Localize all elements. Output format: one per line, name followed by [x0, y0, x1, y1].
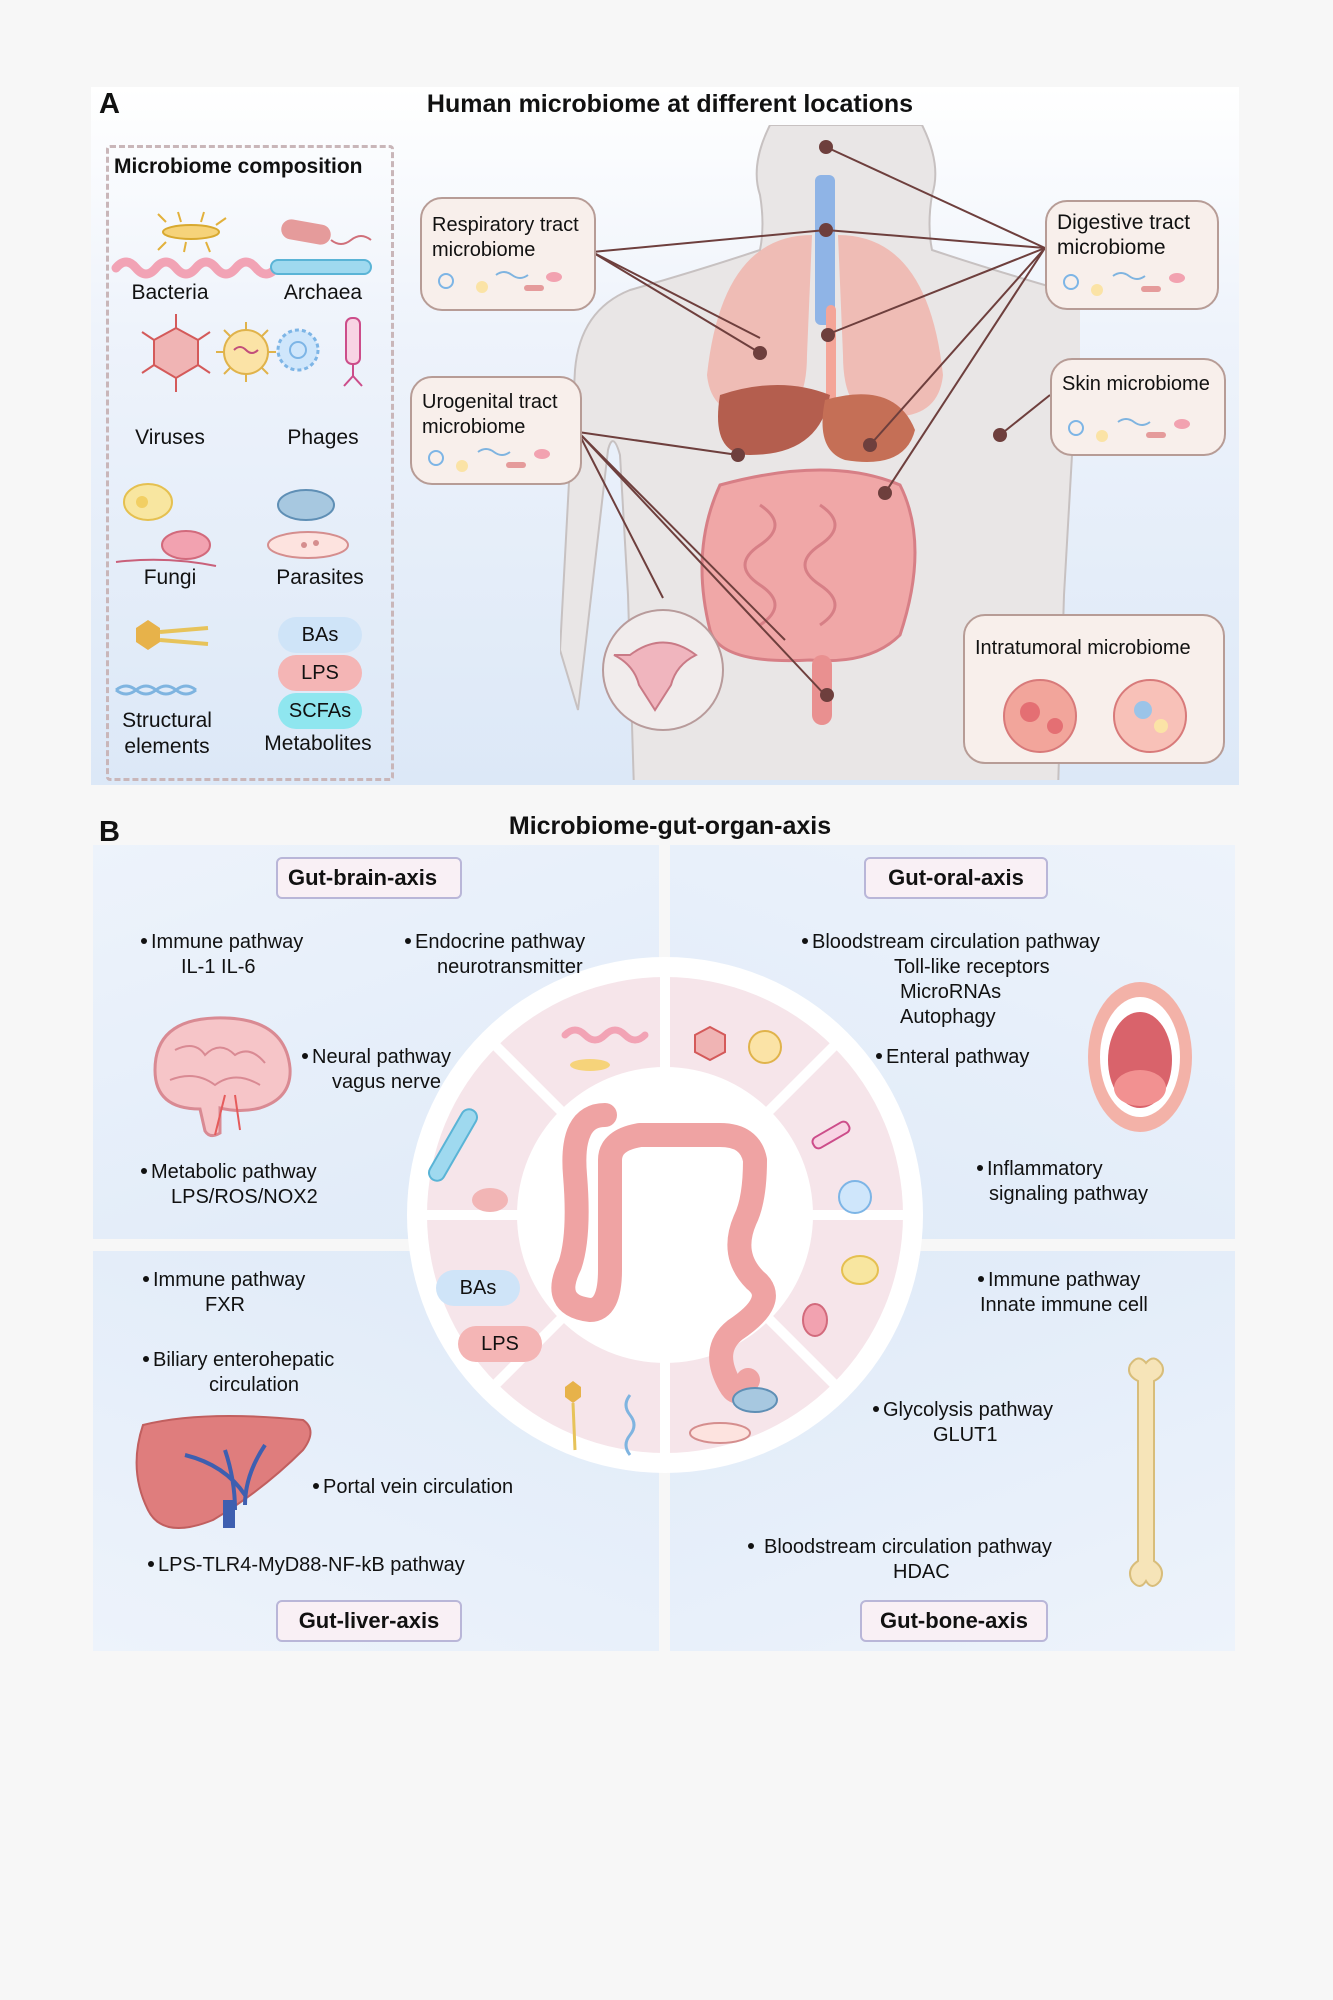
gut-liver-tag: Gut-liver-axis	[276, 1600, 462, 1642]
liver-lps-pathway: LPS-TLR4-MyD88-NF-kB pathway	[148, 1553, 465, 1578]
virus-icon	[141, 314, 276, 392]
bacteria-icon	[561, 1026, 649, 1044]
parasites-label: Parasites	[276, 566, 364, 589]
archaea-icon	[472, 1188, 508, 1212]
skin-callout: Skin microbiome	[1050, 358, 1226, 456]
parasite-icon	[732, 1387, 778, 1413]
viruses-label: Viruses	[135, 426, 205, 449]
wheel-pill-bas: BAs	[436, 1270, 520, 1306]
gut-oral-tag-label: Gut-oral-axis	[888, 865, 1024, 890]
bacteria-label: Bacteria	[131, 281, 209, 304]
trachea	[815, 175, 835, 325]
oral-bloodstream-pathway: Bloodstream circulation pathway Toll-lik…	[802, 930, 1100, 1030]
gut-microbe-wheel	[407, 957, 923, 1473]
respiratory-callout: Respiratory tract microbiome	[420, 197, 596, 311]
panel-b-letter: B	[99, 816, 120, 848]
microbe-mini-icons	[438, 271, 562, 293]
gut-bone-tag-label: Gut-bone-axis	[880, 1608, 1028, 1633]
metabolite-bas: BAs	[278, 617, 362, 653]
colon-icon	[551, 1103, 776, 1404]
panel-a-title: Human microbiome at different locations	[426, 90, 914, 118]
phage-icon	[838, 1180, 872, 1214]
panel-b-title: Microbiome-gut-organ-axis	[508, 812, 832, 840]
microbe-mini-icons	[1063, 272, 1185, 296]
gut-brain-tag: Gut-brain-axis	[276, 857, 462, 899]
urogenital-label: Urogenital tract microbiome	[422, 391, 558, 438]
mouth-icon	[1088, 982, 1192, 1132]
liver-portal-vein: Portal vein circulation	[313, 1475, 513, 1500]
digestive-callout: Digestive tract microbiome	[1045, 200, 1219, 310]
structural-elements-icon	[115, 620, 209, 696]
gut-bone-tag: Gut-bone-axis	[860, 1600, 1048, 1642]
composition-box	[106, 145, 394, 781]
parasite-icon	[689, 1422, 751, 1444]
panel-a-letter: A	[99, 88, 120, 120]
fungi-label: Fungi	[143, 566, 197, 589]
virus-icon	[694, 1025, 726, 1062]
parasite-icon	[267, 489, 349, 559]
microbe-mini-icons	[1068, 418, 1190, 442]
intratumoral-label: Intratumoral microbiome	[975, 637, 1191, 659]
metabolites-label: Metabolites	[264, 732, 372, 755]
oral-enteral-pathway: Enteral pathway	[876, 1045, 1029, 1070]
bacteria-icon	[570, 1059, 610, 1071]
dna-icon	[624, 1394, 636, 1456]
urogenital-callout: Urogenital tract microbiome	[410, 376, 582, 485]
wheel-pill-lps: LPS	[458, 1326, 542, 1362]
structural-elements-icon	[565, 1381, 581, 1403]
archaea-label: Archaea	[283, 281, 363, 304]
composition-icons	[111, 211, 372, 696]
fungi-icon	[115, 483, 217, 567]
gut-brain-tag-label: Gut-brain-axis	[288, 865, 438, 890]
metabolite-scfas: SCFAs	[278, 693, 362, 729]
structural-elements-label: Structural elements	[122, 709, 212, 758]
digestive-label: Digestive tract microbiome	[1057, 211, 1191, 259]
fungi-icon	[841, 1255, 879, 1285]
gut-liver-tag-label: Gut-liver-axis	[298, 1608, 440, 1633]
bacteria-icon	[111, 211, 281, 279]
composition-title: Microbiome composition	[114, 155, 363, 178]
bone-icon	[1128, 1357, 1164, 1587]
archaea-icon	[428, 1108, 478, 1182]
phages-label: Phages	[287, 426, 359, 449]
liver-icon	[135, 1415, 312, 1529]
virus-icon	[748, 1030, 782, 1064]
respiratory-label: Respiratory tract microbiome	[432, 214, 579, 261]
archaea-icon	[270, 219, 372, 275]
gut-oral-tag: Gut-oral-axis	[864, 857, 1048, 899]
brain-icon	[153, 1016, 292, 1138]
phage-icon	[276, 317, 363, 387]
skin-label: Skin microbiome	[1062, 373, 1210, 395]
metabolite-lps: LPS	[278, 655, 362, 691]
tumor-icon	[1003, 679, 1187, 753]
intratumoral-callout: Intratumoral microbiome	[963, 614, 1225, 764]
phage-icon	[811, 1120, 851, 1150]
fungi-icon	[802, 1303, 828, 1337]
microbe-mini-icons	[428, 448, 550, 472]
